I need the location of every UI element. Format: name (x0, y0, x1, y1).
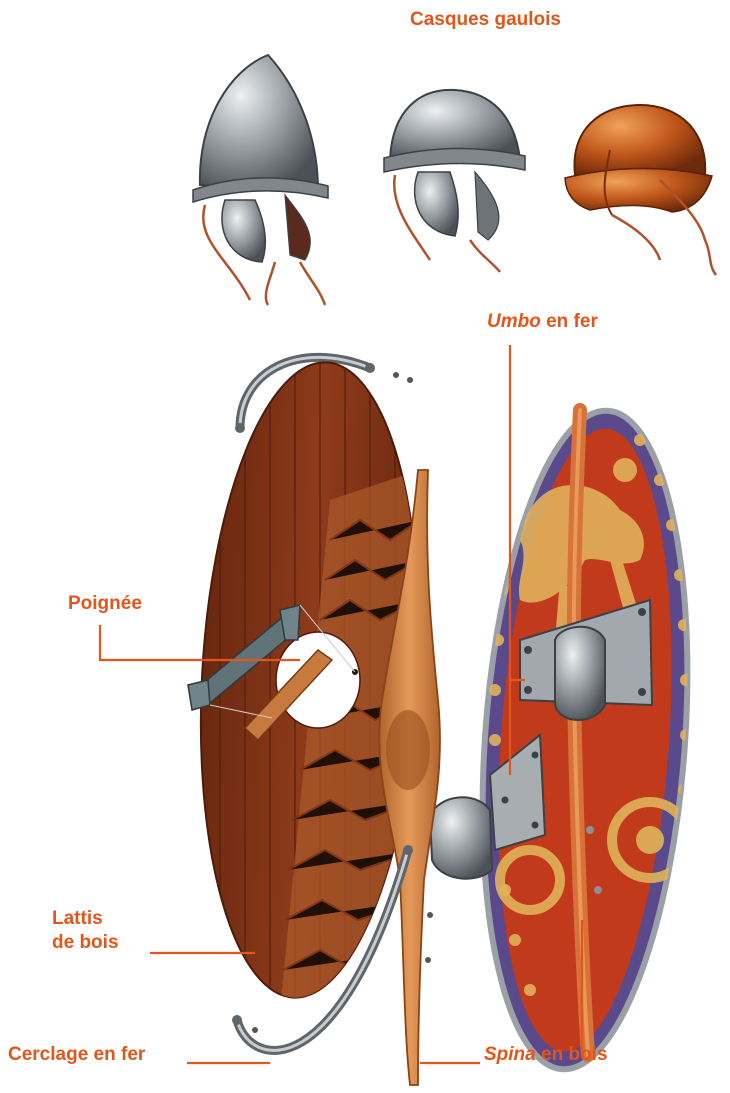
label-lattis-line1: Lattis (52, 907, 119, 931)
painted-shield-face (462, 404, 708, 1076)
helmet-conical (193, 55, 328, 305)
label-umbo-rest: en fer (541, 311, 598, 332)
helmet-rounded-iron (384, 90, 525, 272)
title-casques-gaulois: Casques gaulois (410, 10, 561, 31)
helmet-bronze (565, 105, 716, 275)
label-lattis-line2: de bois (52, 931, 119, 955)
label-spina-rest: en bois (536, 1044, 608, 1065)
label-spina-italic: Spina (484, 1044, 536, 1065)
label-spina: Spina en bois (484, 1045, 608, 1066)
label-poignee: Poignée (68, 594, 142, 615)
label-umbo-italic: Umbo (487, 311, 541, 332)
label-umbo: Umbo en fer (487, 312, 598, 333)
label-cerclage: Cerclage en fer (8, 1045, 145, 1066)
